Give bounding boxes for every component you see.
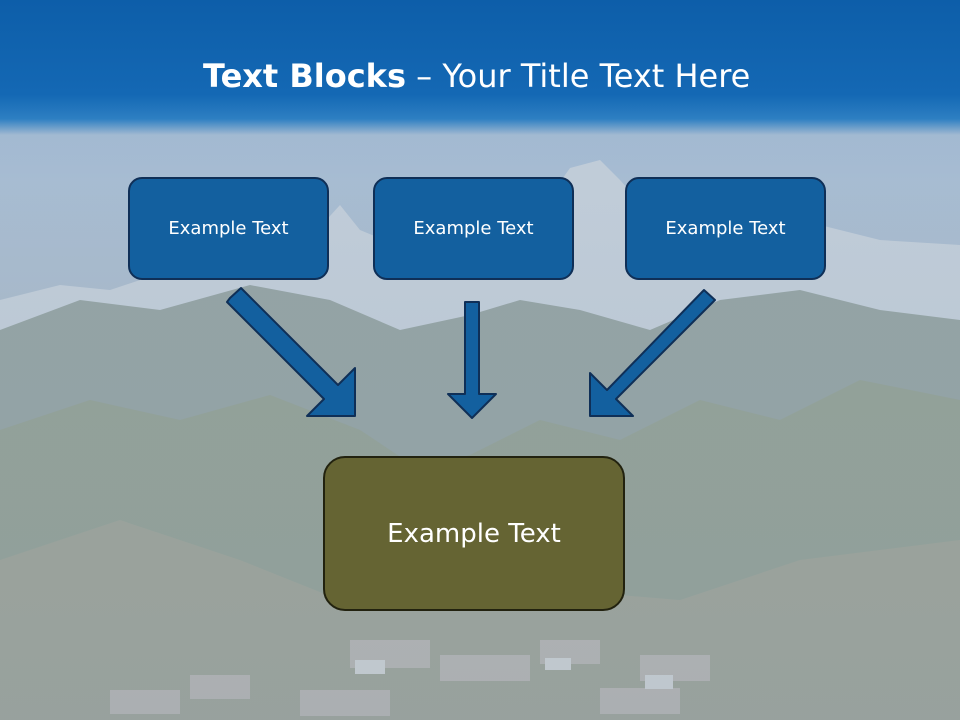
- result-block[interactable]: Example Text: [323, 456, 625, 611]
- text-block-label: Example Text: [665, 218, 786, 239]
- title-dash: –: [406, 57, 443, 95]
- text-block-right[interactable]: Example Text: [625, 177, 826, 280]
- title-rest: Your Title Text Here: [442, 57, 751, 95]
- arrow-down-icon: [447, 301, 497, 419]
- result-block-label: Example Text: [387, 518, 561, 549]
- title-bold-part: Text Blocks: [203, 57, 406, 95]
- text-block-center[interactable]: Example Text: [373, 177, 574, 280]
- title-band: [0, 0, 960, 135]
- text-block-label: Example Text: [168, 218, 289, 239]
- slide-title: Text Blocks – Your Title Text Here: [203, 52, 750, 102]
- arrow-left-diagonal-icon: [226, 287, 356, 417]
- text-block-left[interactable]: Example Text: [128, 177, 329, 280]
- arrow-right-diagonal-icon: [589, 289, 716, 417]
- text-block-label: Example Text: [413, 218, 534, 239]
